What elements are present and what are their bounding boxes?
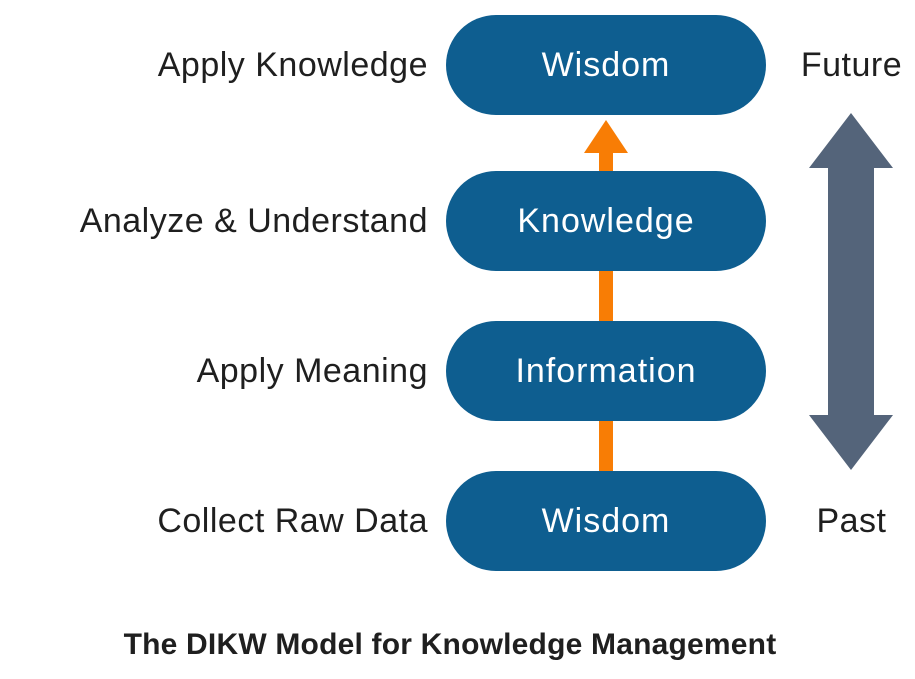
up-arrow-icon (584, 120, 628, 153)
action-label-collect-raw-data: Collect Raw Data (157, 502, 428, 540)
stage-pill-knowledge: Knowledge (446, 171, 766, 271)
diagram-title: The DIKW Model for Knowledge Management (123, 628, 777, 661)
action-label-apply-meaning: Apply Meaning (196, 352, 428, 390)
stage-pill-wisdom-bottom: Wisdom (446, 471, 766, 571)
stage-pill-label: Information (515, 351, 697, 390)
stage-pill-label: Wisdom (541, 501, 671, 540)
action-label-analyze-understand: Analyze & Understand (79, 202, 428, 240)
timeline-double-arrow-icon (809, 113, 893, 470)
timeline-label-future: Future (800, 46, 903, 84)
timeline-label-past: Past (816, 502, 887, 540)
action-label-apply-knowledge: Apply Knowledge (157, 46, 428, 84)
stage-pill-information: Information (446, 321, 766, 421)
stage-pill-label: Knowledge (517, 201, 695, 240)
stage-pill-wisdom-top: Wisdom (446, 15, 766, 115)
stage-pill-label: Wisdom (541, 45, 671, 84)
